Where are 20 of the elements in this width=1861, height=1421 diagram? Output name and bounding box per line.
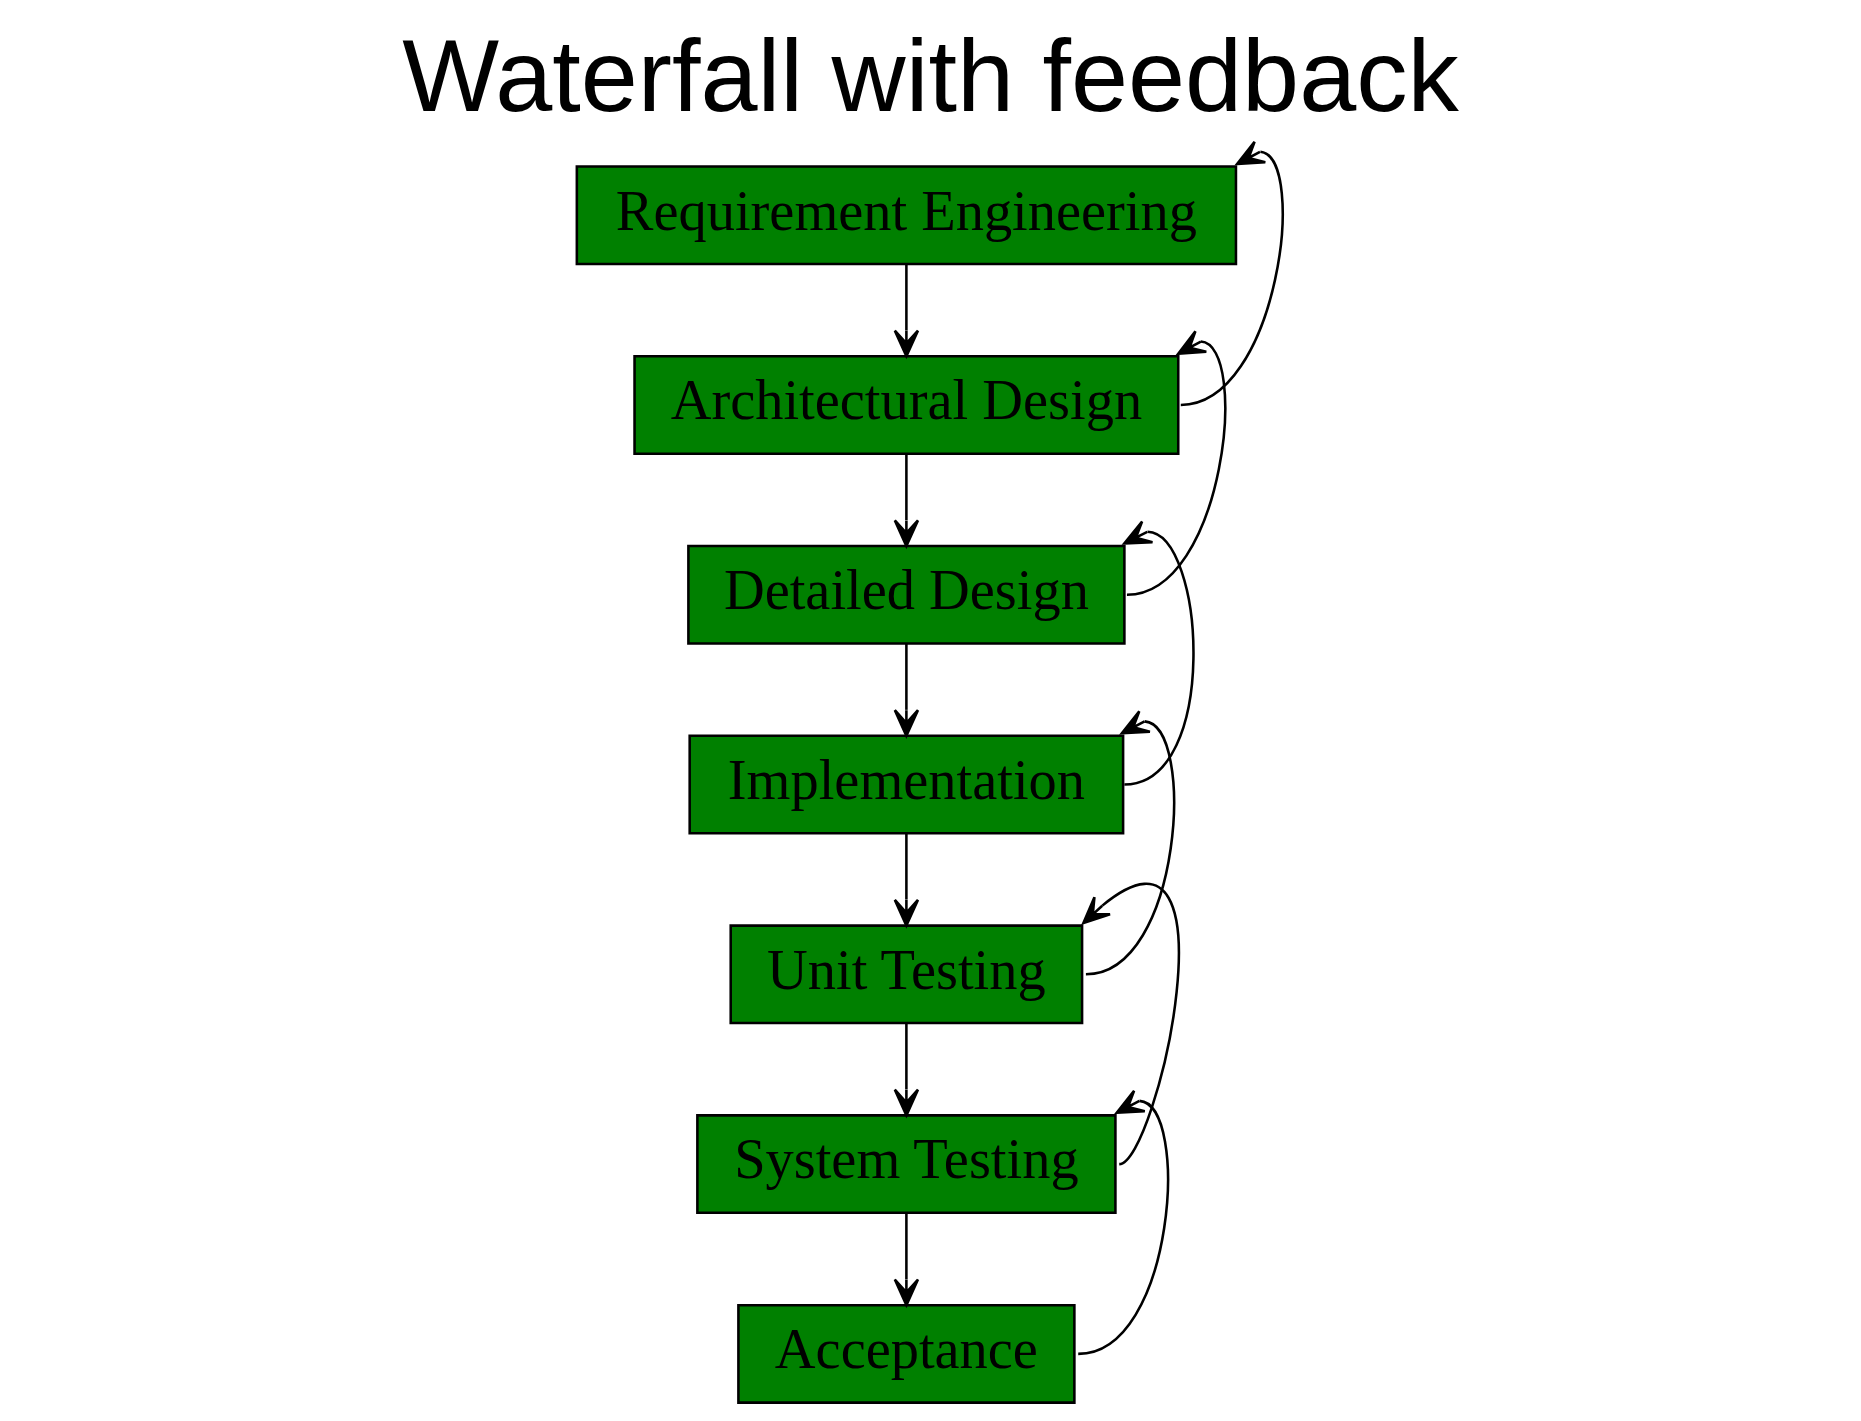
node-box: Detailed Design — [687, 544, 1126, 645]
node-box: Architectural Design — [633, 354, 1180, 455]
diagram-title: Waterfall with feedback — [402, 17, 1459, 133]
node-box: Requirement Engineering — [575, 165, 1238, 266]
arrow — [893, 643, 920, 738]
arrow — [893, 1023, 920, 1117]
arrow — [1077, 1089, 1169, 1356]
arrow — [1085, 709, 1175, 976]
arrow — [893, 453, 920, 548]
arrow — [1180, 140, 1284, 407]
node-box: Unit Testing — [729, 924, 1084, 1025]
arrow — [893, 1212, 920, 1307]
arrow — [893, 833, 920, 927]
node-box: System Testing — [696, 1114, 1117, 1215]
arrow — [1123, 520, 1195, 786]
arrow — [1126, 330, 1227, 596]
arrow — [893, 263, 920, 358]
node-box: Acceptance — [737, 1303, 1076, 1404]
arrow — [1082, 883, 1181, 1166]
node-box: Implementation — [688, 734, 1125, 835]
